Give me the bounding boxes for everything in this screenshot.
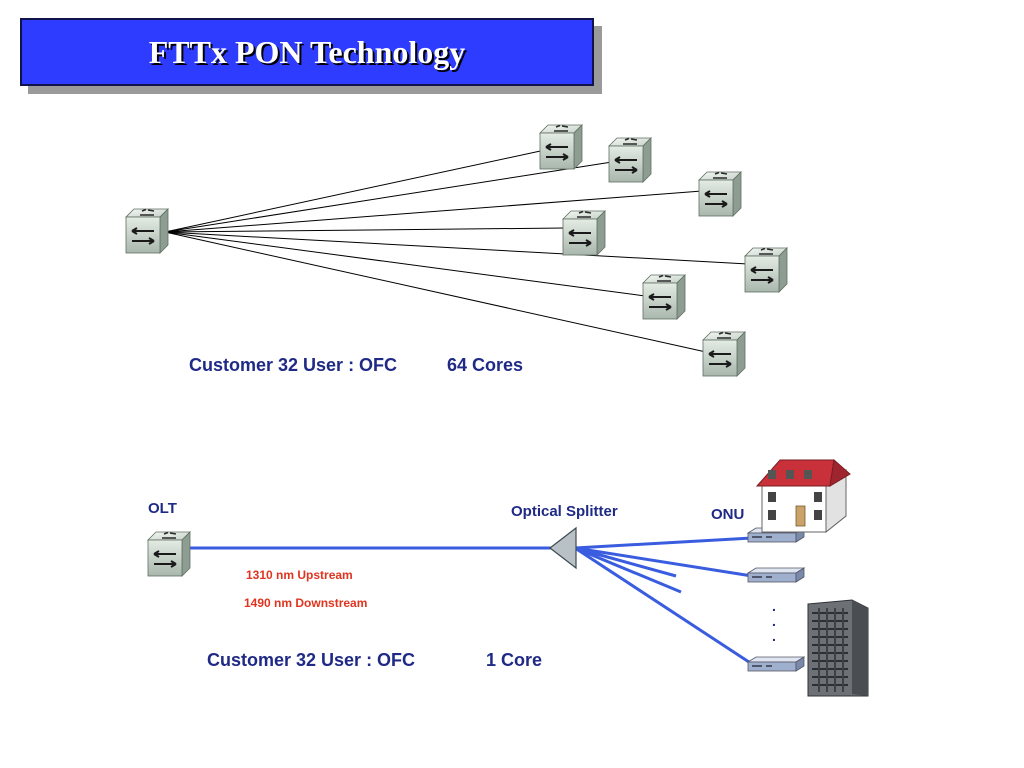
splitter-icon — [549, 526, 577, 570]
onu-label: ONU — [711, 506, 745, 523]
title-box: FTTx PON Technology — [20, 18, 594, 86]
page-title: FTTx PON Technology — [148, 33, 466, 70]
router-icon — [562, 210, 606, 256]
router-icon — [147, 531, 191, 577]
house-icon — [755, 459, 851, 534]
ellipsis-dot: . — [772, 613, 776, 629]
router-icon — [608, 137, 652, 183]
router-icon — [642, 274, 686, 320]
ellipsis-dot: . — [772, 598, 776, 614]
router-icon — [698, 171, 742, 217]
bottom-caption-left: Customer 32 User : OFC — [207, 650, 416, 670]
router-icon — [539, 124, 583, 170]
bottom-caption-right: 1 Core — [486, 650, 543, 670]
top-caption-left: Customer 32 User : OFC — [189, 355, 398, 375]
top-caption-right: 64 Cores — [447, 355, 524, 375]
building-icon — [807, 599, 869, 697]
splitter-branches — [574, 536, 753, 666]
fan-out-lines — [164, 149, 749, 353]
router-icon — [702, 331, 746, 377]
ellipsis-dot: . — [772, 628, 776, 644]
router-icon — [125, 208, 169, 254]
upstream-label: 1310 nm Upstream — [246, 568, 353, 582]
onu-icon — [747, 656, 805, 672]
downstream-label: 1490 nm Downstream — [244, 596, 368, 610]
router-icon — [744, 247, 788, 293]
onu-icon — [747, 567, 805, 583]
olt-label: OLT — [148, 500, 177, 517]
splitter-label: Optical Splitter — [511, 503, 618, 520]
